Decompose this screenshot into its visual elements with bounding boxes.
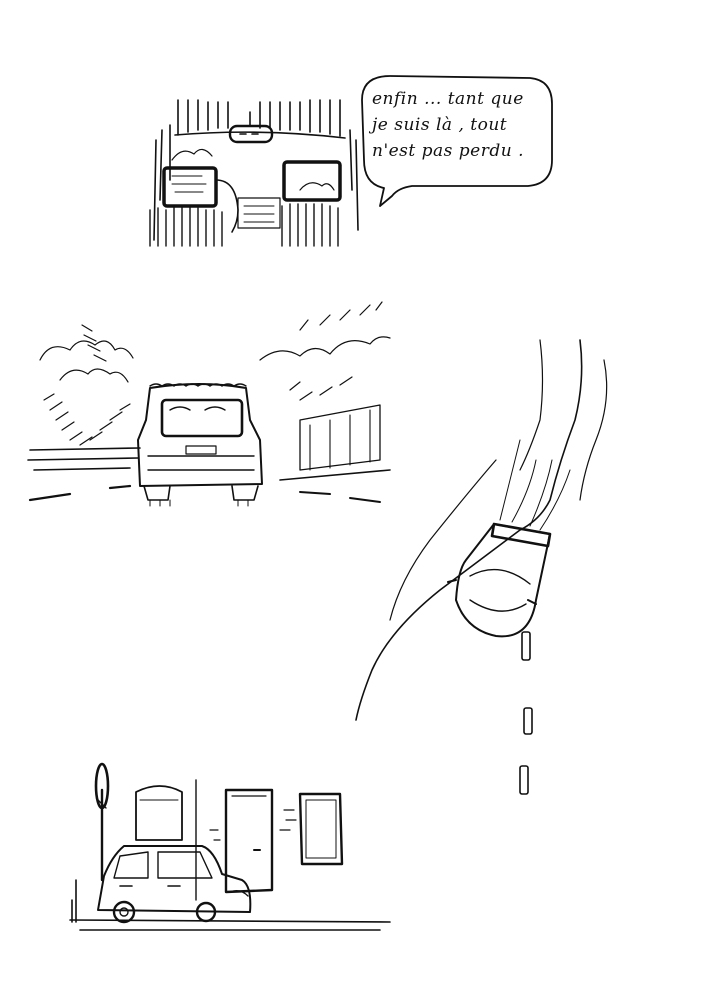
windshield-edge bbox=[174, 131, 346, 139]
road-dashes bbox=[519, 631, 533, 795]
motion-lines bbox=[499, 439, 571, 531]
parked-car bbox=[97, 845, 252, 924]
panel-car-interior bbox=[149, 99, 359, 247]
road-marking-right bbox=[299, 491, 381, 503]
road-marking-left bbox=[28, 484, 132, 502]
car-top-view bbox=[447, 522, 552, 638]
street-sign bbox=[94, 762, 110, 882]
interior-ceiling-hatching bbox=[153, 99, 359, 241]
panel-overhead-road bbox=[355, 339, 608, 795]
right-trees bbox=[259, 301, 391, 401]
speech-line: je suis là , tout bbox=[372, 115, 508, 135]
dashboard-console bbox=[237, 197, 281, 229]
speech-line: enfin ... tant que bbox=[372, 89, 524, 109]
speech-bubble-text: enfin ... tant que je suis là , tout n'e… bbox=[372, 86, 542, 164]
sidewalk bbox=[69, 919, 391, 931]
right-building bbox=[279, 404, 391, 481]
rear-view-mirror bbox=[228, 111, 274, 144]
speech-line: n'est pas perdu . bbox=[372, 141, 524, 161]
speech-bubble bbox=[361, 75, 553, 207]
building-facade bbox=[135, 779, 344, 901]
panel-car-rear-road bbox=[27, 301, 391, 507]
car-rear bbox=[137, 383, 263, 507]
right-seat bbox=[281, 160, 342, 247]
road-edge-left bbox=[355, 339, 583, 721]
left-seat bbox=[149, 148, 239, 247]
panel-parked-car bbox=[69, 762, 391, 931]
left-trees bbox=[27, 324, 141, 471]
